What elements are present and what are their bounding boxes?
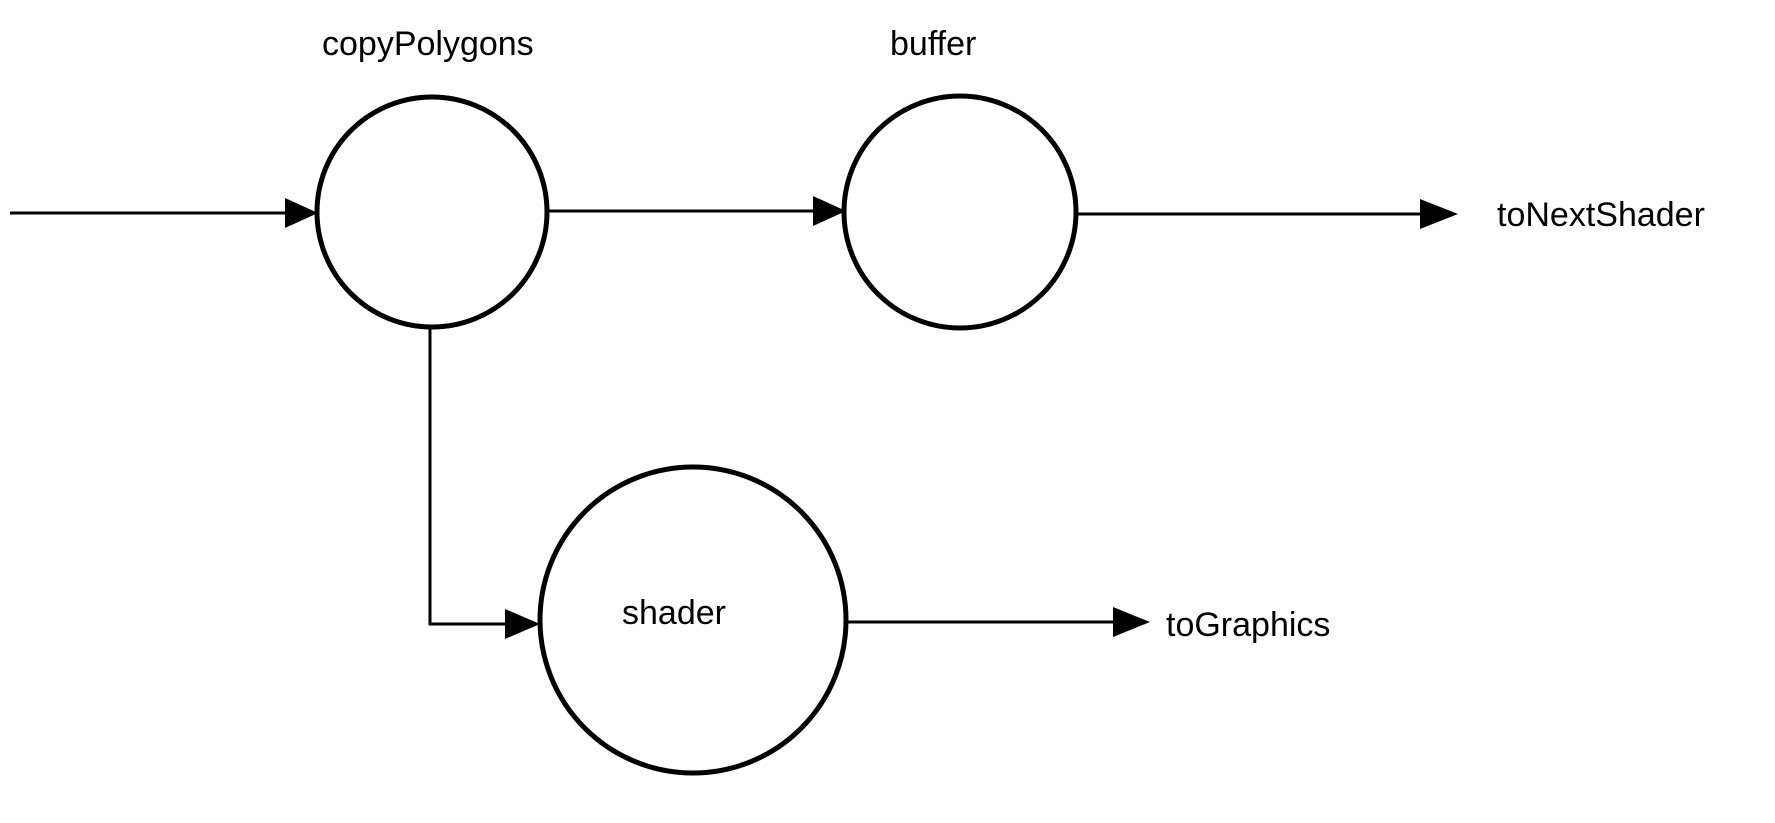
node-shader xyxy=(537,464,849,776)
input-arrowhead xyxy=(285,198,318,228)
edge-buffer-to-next-shader-arrowhead xyxy=(1420,199,1458,229)
node-buffer-label: buffer xyxy=(890,25,976,63)
edge-copy-to-buffer-arrowhead xyxy=(813,196,846,226)
edge-copy-to-shader xyxy=(428,323,505,626)
node-copy-polygons xyxy=(314,94,550,330)
node-copy-polygons-label: copyPolygons xyxy=(322,25,534,63)
output-to-next-shader-label: toNextShader xyxy=(1497,196,1705,234)
node-buffer xyxy=(841,93,1079,331)
node-shader-label: shader xyxy=(622,594,726,632)
edge-shader-to-graphics-arrowhead xyxy=(1113,607,1150,637)
edge-copy-to-shader-arrowhead xyxy=(505,609,540,639)
output-to-graphics-label: toGraphics xyxy=(1166,606,1330,644)
